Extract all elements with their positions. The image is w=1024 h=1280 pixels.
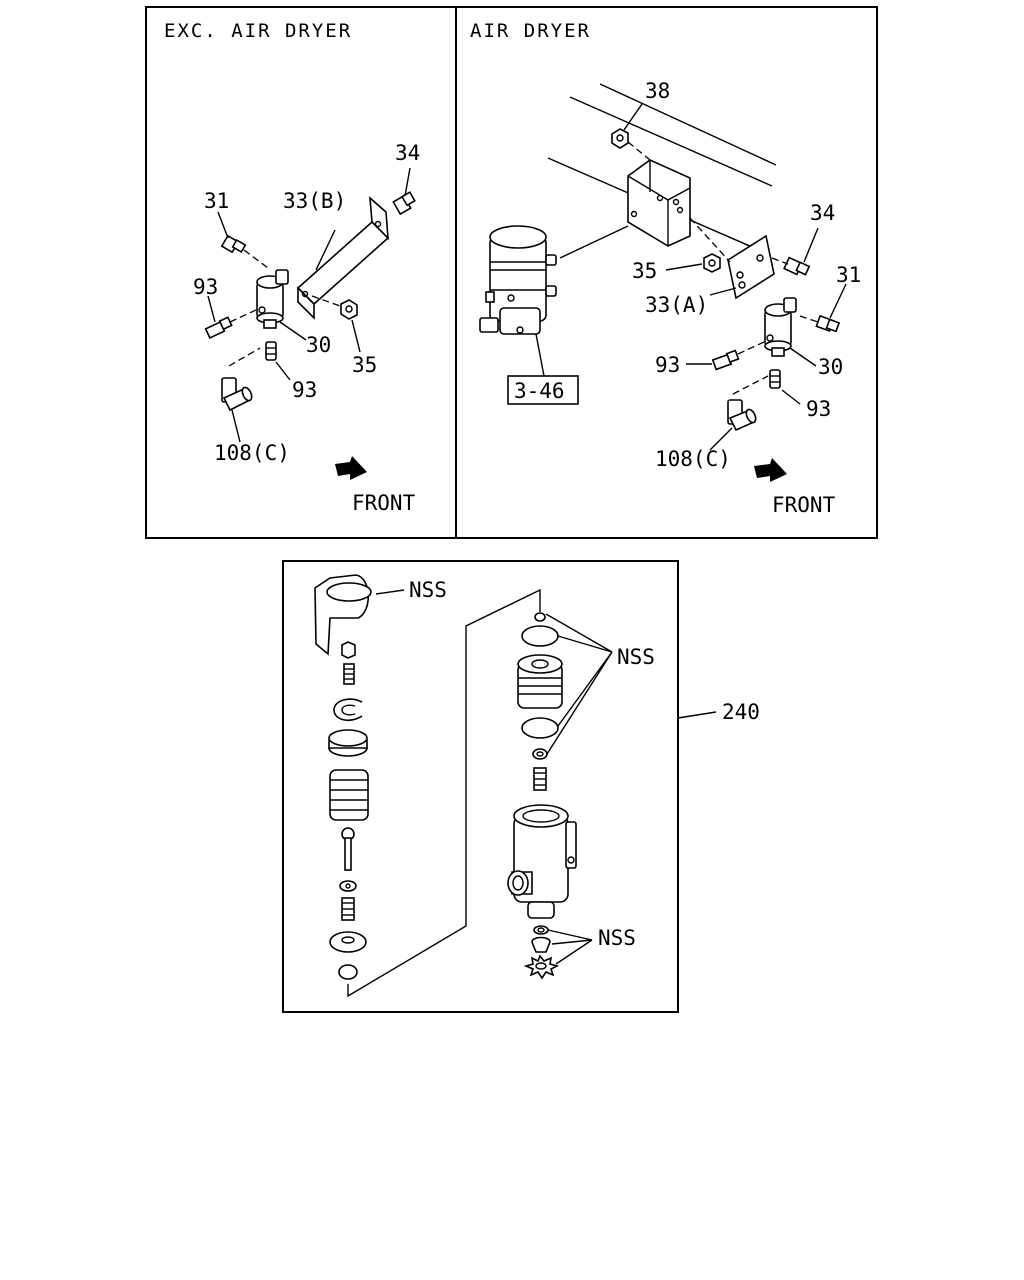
label-31-right: 31 (836, 263, 861, 287)
disc-washer (329, 931, 367, 953)
label-nss-1: NSS (409, 578, 447, 602)
label-nss-3: NSS (598, 926, 636, 950)
label-93a-left: 93 (193, 275, 218, 299)
label-108c-left: 108(C) (214, 441, 290, 465)
air-dryer-canister (479, 225, 557, 335)
o-ring-large-top (521, 625, 559, 647)
small-nut (341, 641, 356, 659)
small-check-seal (533, 925, 549, 935)
small-spring-bottom (341, 897, 355, 921)
bracket-33b (296, 196, 390, 320)
star-washer (523, 954, 560, 980)
label-240: 240 (722, 700, 760, 724)
assembly-path (347, 588, 541, 998)
large-spring (329, 769, 369, 821)
bolt-34 (392, 191, 416, 216)
bolt-31 (220, 234, 247, 254)
label-nss-2: NSS (617, 645, 655, 669)
top-frame (145, 6, 878, 539)
front-arrow-right (754, 458, 787, 482)
label-30-right: 30 (818, 355, 843, 379)
label-93b-right: 93 (806, 397, 831, 421)
o-ring-large-bottom (521, 717, 559, 739)
valve-housing (507, 804, 577, 919)
label-108c-right: 108(C) (655, 447, 731, 471)
elbow-108c-left (221, 377, 253, 412)
fitting-93b-left (265, 341, 277, 361)
label-38: 38 (645, 79, 670, 103)
label-31-left: 31 (204, 189, 229, 213)
nut-38 (611, 128, 629, 149)
plate-33a (727, 234, 775, 300)
small-spring-right (533, 767, 547, 791)
pin-rod (341, 827, 355, 871)
elbow-108c-right (727, 399, 757, 432)
label-30-left: 30 (306, 333, 331, 357)
nut-35-left (340, 299, 358, 320)
right-panel-header: AIR DRYER (470, 20, 591, 42)
small-check-cap (531, 936, 551, 953)
o-ring-small-top (534, 612, 546, 622)
fitting-93b-right (769, 369, 781, 389)
left-panel: EXC. AIR DRYER 33(B) 34 31 (164, 20, 420, 515)
piston (517, 654, 563, 709)
fitting-93a-right (711, 349, 740, 371)
exploded-frame (282, 560, 679, 1013)
seat-washer (328, 729, 368, 757)
front-label-right: FRONT (772, 493, 836, 517)
snap-ring (333, 698, 363, 722)
label-93a-right: 93 (655, 353, 680, 377)
small-spring-top (343, 663, 355, 685)
valve-30-right (764, 297, 797, 357)
front-arrow-left (335, 456, 367, 480)
small-washer (339, 880, 357, 892)
valve-30-left (256, 269, 289, 329)
left-panel-header: EXC. AIR DRYER (164, 20, 352, 42)
bolt-31-right (815, 314, 841, 333)
o-ring-small-bottom (532, 748, 548, 760)
label-3-46: 3-46 (514, 379, 565, 403)
fitting-93a-left (204, 316, 233, 339)
label-35-left: 35 (352, 353, 377, 377)
label-93b-left: 93 (292, 378, 317, 402)
small-cap (338, 964, 358, 980)
label-33b: 33(B) (283, 189, 346, 213)
nut-35-right (703, 253, 721, 273)
cap-cover (314, 574, 372, 656)
front-label-left: FRONT (352, 491, 416, 515)
label-34-right: 34 (810, 201, 835, 225)
dryer-mount-bracket (627, 159, 691, 247)
right-panel: AIR DRYER 38 (470, 20, 861, 517)
label-33a: 33(A) (645, 293, 708, 317)
label-35-right: 35 (632, 259, 657, 283)
label-34-left: 34 (395, 141, 420, 165)
bolt-34-right (783, 256, 811, 276)
ref-box-3-46 (507, 375, 579, 405)
